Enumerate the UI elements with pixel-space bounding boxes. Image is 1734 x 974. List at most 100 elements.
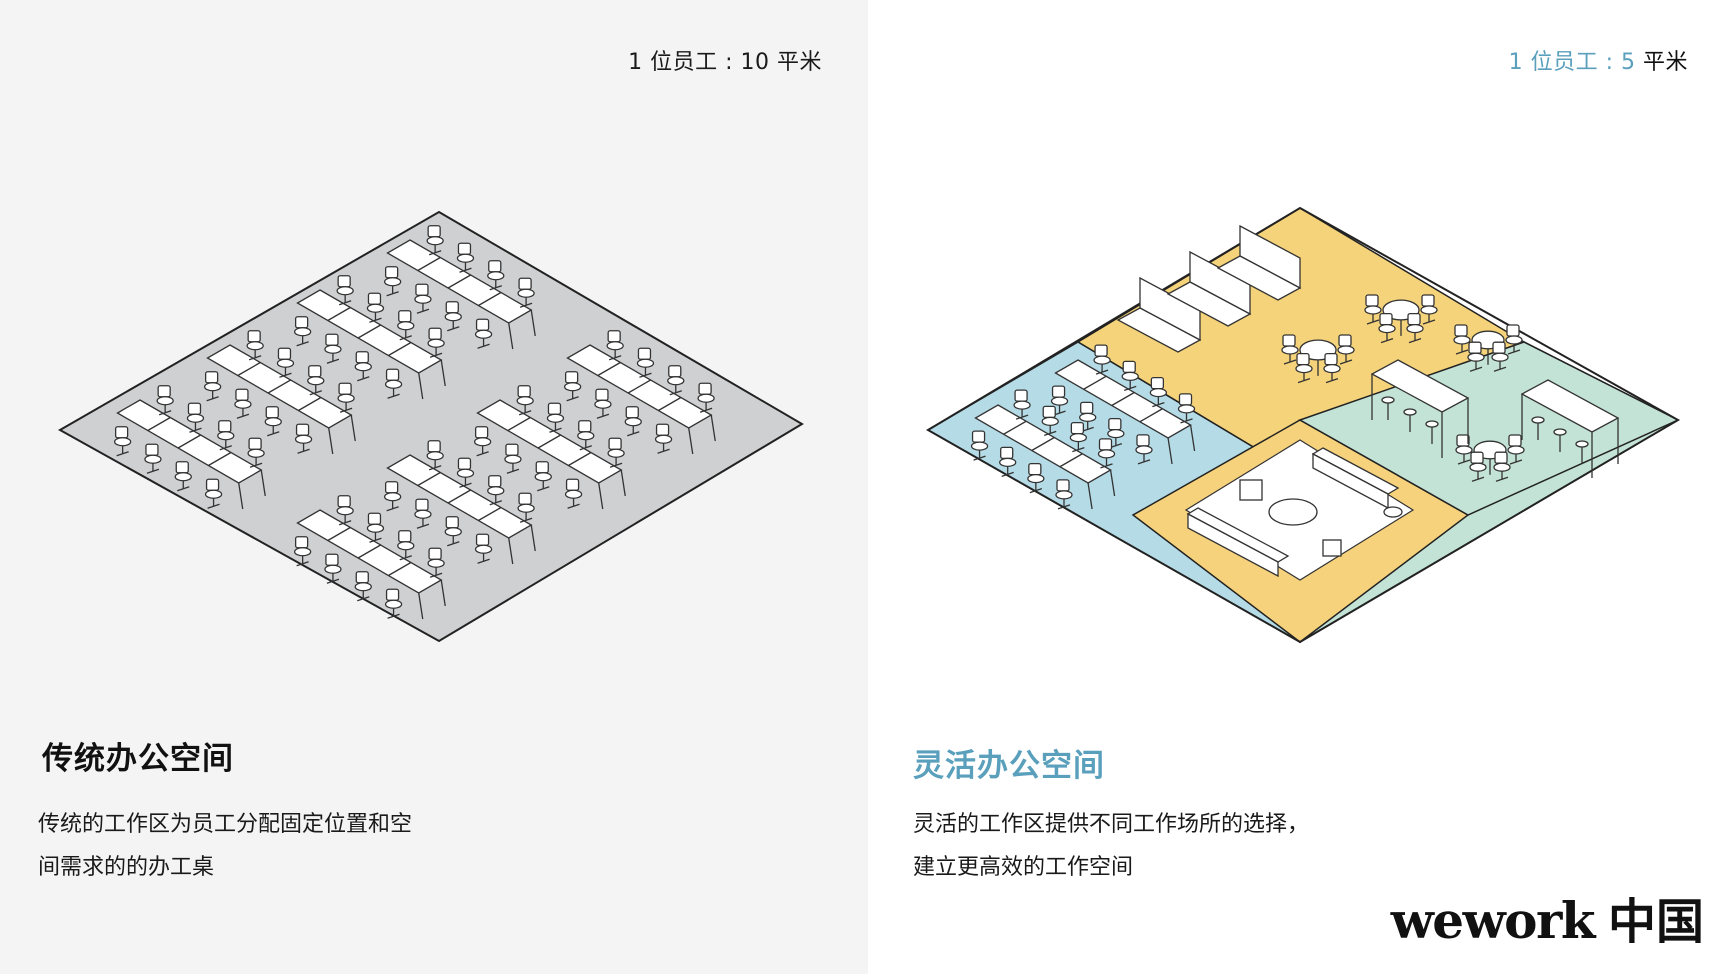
chair-base — [386, 506, 399, 512]
chair-back — [114, 426, 129, 439]
chair-base — [386, 291, 399, 297]
chair-seat — [397, 321, 415, 331]
chair-base — [338, 520, 352, 526]
chair-seat — [1295, 363, 1313, 374]
chair-back — [445, 516, 459, 529]
chair-back — [1492, 341, 1506, 354]
chair-base — [369, 317, 382, 323]
chair-base — [296, 561, 309, 567]
chair-seat — [384, 379, 403, 389]
chair-back — [1456, 434, 1470, 447]
wework-china-logo: wework 中国 — [1391, 882, 1704, 952]
chair-base — [639, 372, 652, 378]
desk-leg — [710, 414, 716, 442]
chair-base — [207, 503, 220, 509]
chair-seat — [444, 527, 462, 537]
chair-base — [428, 465, 442, 471]
chair-seat — [534, 472, 552, 482]
chair-back — [1365, 294, 1379, 307]
traditional-description-line-2: 间需求的的办工桌 — [38, 855, 215, 880]
chair-base — [1455, 349, 1469, 355]
chair-base — [428, 250, 442, 256]
chair-seat — [606, 341, 624, 351]
chair-back — [505, 443, 519, 456]
chair-seat — [624, 417, 642, 427]
chair-base — [1509, 459, 1523, 465]
desk-divider — [507, 416, 531, 432]
chair-base — [476, 451, 489, 457]
chair-seat — [113, 437, 132, 447]
desk-divider — [658, 396, 682, 412]
chair-back — [1494, 451, 1508, 464]
chair-base — [189, 427, 202, 433]
chair-base — [489, 500, 502, 506]
chair-back — [218, 420, 232, 433]
chair-base — [248, 355, 262, 361]
chair-base — [519, 517, 533, 523]
chair-back — [637, 347, 652, 360]
chair-seat — [1281, 345, 1299, 355]
chair-back — [445, 301, 459, 314]
desk-divider — [417, 256, 441, 272]
flexible-furniture — [970, 224, 1620, 578]
flexible-ratio-label: 1 位员工 : 5 平米 — [1509, 44, 1688, 76]
desk-leg — [418, 372, 424, 400]
chair-seat — [1041, 416, 1059, 427]
chair-seat — [366, 303, 385, 313]
chair-seat — [1378, 323, 1396, 334]
desk-divider — [1031, 436, 1055, 452]
chair-base — [1297, 377, 1311, 384]
chair-base — [1137, 459, 1151, 465]
booth-seat — [1166, 281, 1252, 327]
chair-back — [248, 437, 262, 450]
chair-seat — [577, 431, 595, 441]
flexible-ratio-unit: 平米 — [1635, 50, 1688, 75]
logo-wordmark: wework — [1390, 891, 1596, 950]
desk-divider — [327, 526, 351, 542]
chair-base — [566, 396, 579, 402]
desk-divider — [568, 451, 592, 467]
chair-seat — [397, 541, 415, 551]
chair-back — [1407, 312, 1421, 326]
chair-seat — [1469, 462, 1487, 472]
desk-leg — [350, 414, 356, 442]
chair-back — [204, 371, 219, 384]
desk-divider — [1111, 391, 1135, 407]
chair-seat — [337, 393, 355, 403]
desk-divider — [357, 544, 381, 559]
chair-seat — [999, 457, 1017, 468]
desk-divider — [417, 471, 441, 487]
desk-divider — [177, 434, 201, 449]
chair-seat — [474, 544, 493, 554]
chair-back — [1098, 438, 1113, 451]
desk-divider — [447, 489, 471, 504]
desk-leg — [440, 359, 446, 387]
chair-back — [698, 382, 712, 395]
chair-back — [157, 385, 171, 398]
chair-seat — [504, 454, 522, 464]
chair-base — [1493, 366, 1507, 372]
chair-base — [1469, 366, 1483, 372]
chair-back — [385, 368, 400, 381]
chair-base — [1507, 349, 1521, 355]
traditional-office-panel: 1 位员工 : 10 平米 传统办公空间 传统的工作区为员工分配固定位置和空 间… — [0, 0, 868, 974]
chair-back — [294, 536, 309, 549]
chair-back — [971, 430, 986, 443]
chair-base — [549, 427, 562, 433]
chair-seat — [203, 382, 222, 392]
chair-base — [519, 302, 533, 308]
chair-seat — [1097, 449, 1116, 459]
chair-base — [1057, 504, 1071, 510]
traditional-description-line-1: 传统的工作区为员工分配固定位置和空 — [38, 812, 413, 837]
ottoman — [1322, 539, 1342, 557]
chair-seat — [1149, 387, 1168, 398]
chair-seat — [1491, 352, 1509, 362]
chair-back — [518, 492, 532, 505]
chair-back — [1150, 376, 1165, 390]
chair-back — [1080, 401, 1094, 415]
chair-base — [459, 267, 472, 273]
chair-base — [699, 407, 713, 413]
chair-seat — [636, 358, 655, 368]
desk-divider — [298, 396, 322, 412]
chair-back — [277, 347, 292, 360]
